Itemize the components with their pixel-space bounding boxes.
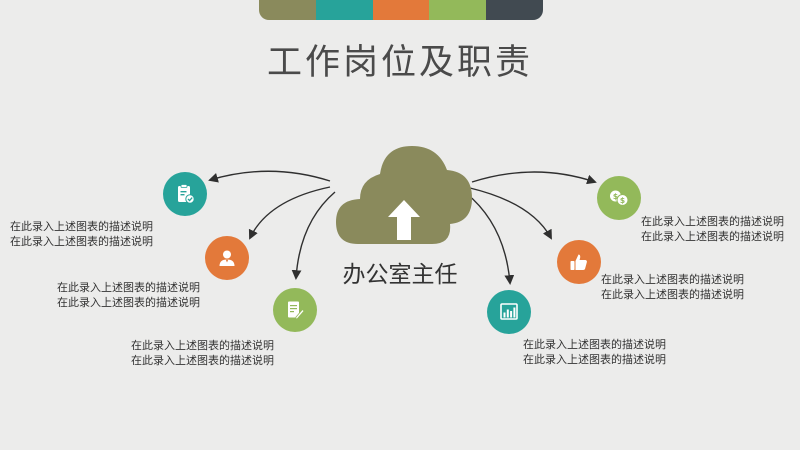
document-edit-icon xyxy=(288,301,305,320)
description-right-2: 在此录入上述图表的描述说明 在此录入上述图表的描述说明 xyxy=(601,272,744,302)
thumbs-up-icon xyxy=(570,254,587,270)
clipboard-check-icon xyxy=(178,184,195,204)
stripe-segment-2 xyxy=(315,0,373,20)
svg-text:$: $ xyxy=(613,192,618,201)
bar-chart-icon xyxy=(500,303,518,320)
description-line: 在此录入上述图表的描述说明 xyxy=(57,296,200,309)
stripe-segment-4 xyxy=(429,0,487,20)
description-line: 在此录入上述图表的描述说明 xyxy=(641,230,784,243)
description-line: 在此录入上述图表的描述说明 xyxy=(641,215,784,228)
node-left-3 xyxy=(273,288,317,332)
node-left-1 xyxy=(163,172,207,216)
stripe-segment-5 xyxy=(486,0,543,20)
connector-arrow-left-3 xyxy=(291,191,336,280)
description-line: 在此录入上述图表的描述说明 xyxy=(10,220,153,233)
description-line: 在此录入上述图表的描述说明 xyxy=(131,339,274,352)
user-icon xyxy=(219,250,235,266)
node-right-1: $ $ xyxy=(597,176,641,220)
stripe-segment-3 xyxy=(372,0,430,20)
description-right-1: 在此录入上述图表的描述说明 在此录入上述图表的描述说明 xyxy=(641,214,784,244)
description-line: 在此录入上述图表的描述说明 xyxy=(523,353,666,366)
description-left-3: 在此录入上述图表的描述说明 在此录入上述图表的描述说明 xyxy=(131,338,274,368)
connector-arrow-right-1 xyxy=(471,171,597,185)
description-line: 在此录入上述图表的描述说明 xyxy=(131,354,274,367)
color-stripe-bar xyxy=(259,0,543,20)
center-role-label: 办公室主任 xyxy=(342,262,458,288)
description-line: 在此录入上述图表的描述说明 xyxy=(57,281,200,294)
connector-arrow-right-2 xyxy=(469,187,552,240)
description-right-3: 在此录入上述图表的描述说明 在此录入上述图表的描述说明 xyxy=(523,337,666,367)
stripe-segment-1 xyxy=(259,0,316,20)
connector-arrow-left-2 xyxy=(248,186,331,240)
node-right-3 xyxy=(487,290,531,334)
upload-arrow-shape xyxy=(388,200,420,240)
coins-icon: $ $ xyxy=(610,190,629,206)
node-left-2 xyxy=(205,236,249,280)
connector-arrow-right-3 xyxy=(465,192,515,285)
description-line: 在此录入上述图表的描述说明 xyxy=(601,288,744,301)
svg-text:$: $ xyxy=(620,196,625,205)
cloud-shape xyxy=(336,146,472,244)
description-left-1: 在此录入上述图表的描述说明 在此录入上述图表的描述说明 xyxy=(10,219,153,249)
page-title: 工作岗位及职责 xyxy=(266,43,533,83)
description-line: 在此录入上述图表的描述说明 xyxy=(10,235,153,248)
cloud-upload-icon xyxy=(336,146,472,244)
description-line: 在此录入上述图表的描述说明 xyxy=(601,273,744,286)
description-left-2: 在此录入上述图表的描述说明 在此录入上述图表的描述说明 xyxy=(57,280,200,310)
description-line: 在此录入上述图表的描述说明 xyxy=(523,338,666,351)
node-right-2 xyxy=(557,240,601,284)
connector-arrow-left-1 xyxy=(208,170,331,183)
